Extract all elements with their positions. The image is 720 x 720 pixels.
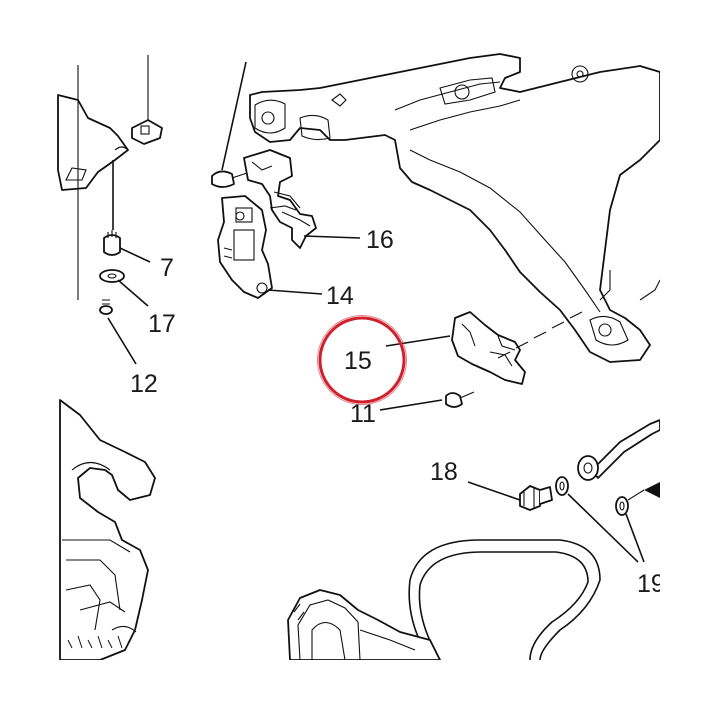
callout-18[interactable]: 18 xyxy=(430,458,458,486)
highlight-circle xyxy=(318,316,406,404)
callout-12[interactable]: 12 xyxy=(130,370,158,398)
lower-left-housing xyxy=(59,399,156,661)
lower-cover xyxy=(287,589,441,661)
part-11-screw xyxy=(445,391,475,408)
upper-latch-assembly xyxy=(211,61,317,249)
part-14-bracket xyxy=(217,195,273,299)
part-15-bracket xyxy=(451,311,526,385)
part-17-washer xyxy=(99,269,125,283)
frame-structure xyxy=(249,53,661,363)
callout-7[interactable]: 7 xyxy=(160,254,174,282)
callout-11[interactable]: 11 xyxy=(350,400,376,428)
bottom-margin xyxy=(0,660,720,720)
dashed-axis-15 xyxy=(497,311,583,359)
highlight-circle-outer xyxy=(317,315,407,405)
callout-14[interactable]: 14 xyxy=(326,282,354,310)
direction-arrow-icon xyxy=(644,482,660,498)
leader-lines xyxy=(107,235,645,563)
part-7-spacer xyxy=(103,160,121,256)
seal-belt xyxy=(408,539,601,661)
part-19-washers xyxy=(555,476,629,516)
callout-15[interactable]: 15 xyxy=(344,347,372,375)
part-18-bolt xyxy=(519,485,553,511)
hose-line xyxy=(577,419,661,481)
arrow-shaft xyxy=(627,489,645,501)
callout-17[interactable]: 17 xyxy=(148,310,176,338)
callout-16[interactable]: 16 xyxy=(366,226,394,254)
right-margin xyxy=(660,0,720,720)
part-12-screw xyxy=(99,299,113,315)
left-bracket xyxy=(57,55,163,300)
